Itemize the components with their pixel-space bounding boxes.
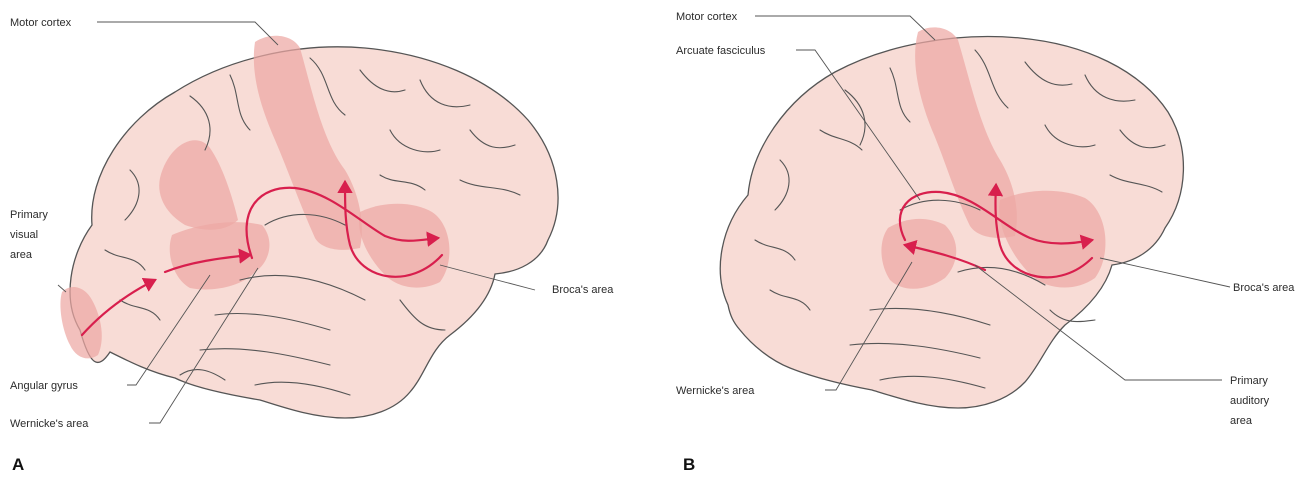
label-wernickes-area-b: Wernicke's area [676,385,755,397]
label-motor-cortex-b: Motor cortex [676,11,738,23]
label-arcuate-fasciculus-b: Arcuate fasciculus [676,45,766,57]
label-brocas-area-b: Broca's area [1233,282,1295,294]
label-angular-gyrus-a: Angular gyrus [10,380,78,392]
panel-a: Motor cortex Primary visual area Angular… [10,17,614,474]
label-wernickes-area-a: Wernicke's area [10,418,89,430]
label-brocas-area-a: Broca's area [552,284,614,296]
label-primary-visual-area-a-line3: area [10,249,33,261]
panel-letter-b: B [683,455,695,474]
panel-letter-a: A [12,455,24,474]
label-primary-auditory-area-b-line2: auditory [1230,395,1270,407]
label-primary-auditory-area-b-line1: Primary [1230,375,1268,387]
label-primary-visual-area-a-line1: Primary [10,209,48,221]
label-primary-visual-area-a-line2: visual [10,229,38,241]
label-motor-cortex-a: Motor cortex [10,17,72,29]
label-primary-auditory-area-b-line3: area [1230,415,1253,427]
panel-b: Motor cortex Arcuate fasciculus Wernicke… [676,11,1295,474]
